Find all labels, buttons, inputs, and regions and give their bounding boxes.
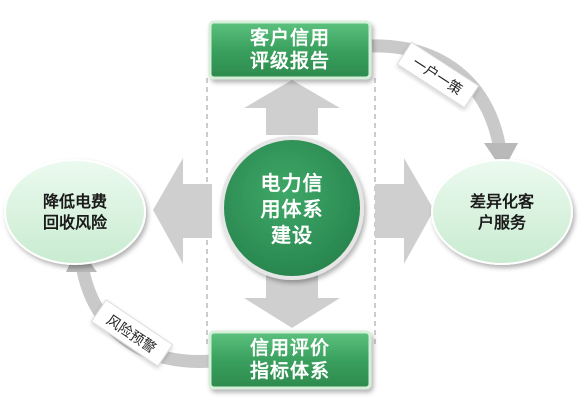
- top-box-label: 客户信用 评级报告: [210, 27, 370, 73]
- top-box-shape: [208, 20, 372, 80]
- right-oval-line-1: 差异化客: [469, 192, 534, 211]
- arrow-left: [153, 158, 212, 264]
- center-line-1: 电力信: [260, 171, 324, 195]
- top-box-line-1: 客户信用: [249, 27, 330, 49]
- left-oval-label: 降低电费 回收风险: [20, 191, 130, 233]
- bottom-box-line-2: 指标体系: [249, 360, 330, 382]
- arrow-down: [244, 272, 340, 328]
- center-label: 电力信 用体系 建设: [232, 170, 352, 248]
- tag-top-right: [396, 41, 480, 109]
- bottom-box-shape: [208, 330, 372, 390]
- arrow-up: [244, 80, 340, 135]
- center-circle-shape: [220, 136, 364, 280]
- left-oval-line-1: 降低电费: [42, 192, 107, 211]
- left-oval-line-2: 回收风险: [42, 213, 107, 232]
- tag-bottom-left: [90, 299, 174, 367]
- arrow-right: [375, 158, 434, 264]
- bottom-box-label: 信用评价 指标体系: [210, 337, 370, 383]
- top-box-line-2: 评级报告: [249, 50, 330, 72]
- curved-arrow-top-right-head: [484, 143, 518, 171]
- right-oval-shape: [431, 159, 573, 265]
- right-oval-label: 差异化客 户服务: [447, 191, 557, 233]
- left-oval-shape: [4, 159, 146, 265]
- center-line-2: 用体系: [260, 197, 324, 221]
- right-oval-line-2: 户服务: [477, 213, 526, 232]
- bottom-box-line-1: 信用评价: [249, 337, 330, 359]
- center-line-3: 建设: [271, 223, 313, 247]
